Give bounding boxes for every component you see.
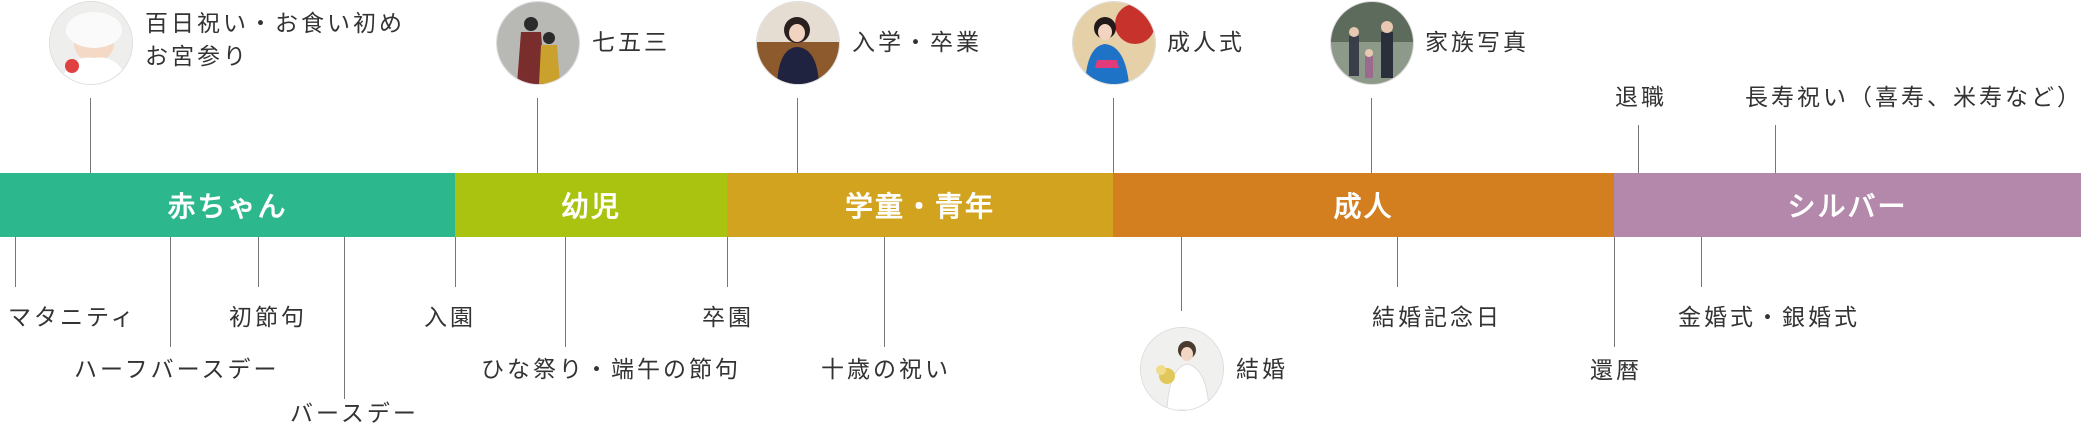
stage-adult: 成人 [1113, 173, 1614, 237]
event-hinamatsuri: ひな祭り・端午の節句 [481, 357, 741, 383]
stage-toddler: 幼児 [455, 173, 727, 237]
connector-line [537, 98, 538, 173]
stage-baby: 赤ちゃん [0, 173, 455, 237]
event-taishoku: 退職 [1615, 85, 1667, 111]
stage-label: 赤ちゃん [167, 190, 288, 223]
baby-photo-icon [49, 1, 133, 85]
family-photo-icon [1330, 1, 1414, 85]
event-kekkon: 結婚 [1236, 357, 1288, 383]
connector-line [1397, 237, 1398, 287]
connector-line [90, 98, 91, 173]
event-shichigosan: 七五三 [592, 30, 670, 56]
connector-line [1614, 237, 1615, 347]
connector-line [1701, 237, 1702, 287]
event-choju: 長寿祝い（喜寿、米寿など） [1745, 85, 2081, 111]
connector-line [170, 237, 171, 347]
connector-line [1775, 125, 1776, 173]
furisode-photo-icon [1072, 1, 1156, 85]
event-momoka: 百日祝い・お食い初め お宮参り [145, 8, 405, 75]
event-jussai: 十歳の祝い [821, 357, 951, 383]
connector-line [1371, 98, 1372, 173]
bride-photo-icon [1140, 327, 1224, 411]
event-nyugaku: 入学・卒業 [852, 30, 982, 56]
event-hatsuzekku: 初節句 [229, 305, 307, 331]
connector-line [258, 237, 259, 287]
student-photo-icon [756, 1, 840, 85]
stage-student: 学童・青年 [727, 173, 1113, 237]
event-birthday: バースデー [290, 401, 419, 427]
event-halfbirthday: ハーフバースデー [74, 357, 280, 383]
event-kanreki: 還暦 [1590, 358, 1642, 384]
connector-line [344, 237, 345, 399]
connector-line [884, 237, 885, 347]
stage-label: 成人 [1333, 190, 1394, 223]
connector-line [1181, 237, 1182, 311]
kimono-family-photo-icon [496, 1, 580, 85]
connector-line [15, 237, 16, 287]
event-nyuen: 入園 [424, 305, 476, 331]
event-label: 百日祝い・お食い初め [145, 11, 405, 37]
event-kekkon-kinenbi: 結婚記念日 [1372, 305, 1502, 331]
stage-label: シルバー [1787, 190, 1908, 223]
event-kinkonshiki: 金婚式・銀婚式 [1678, 305, 1860, 331]
event-maternity: マタニティ [8, 305, 137, 331]
connector-line [797, 98, 798, 173]
event-sotsuen: 卒園 [702, 305, 754, 331]
connector-line [1638, 125, 1639, 173]
event-kazoku: 家族写真 [1425, 30, 1529, 56]
stage-label: 学童・青年 [844, 190, 995, 223]
event-seijinshiki: 成人式 [1167, 30, 1245, 56]
connector-line [455, 237, 456, 287]
stage-silver: シルバー [1614, 173, 2081, 237]
connector-line [727, 237, 728, 287]
connector-line [565, 237, 566, 347]
event-label: お宮参り [145, 44, 249, 71]
stage-label: 幼児 [560, 190, 621, 223]
connector-line [1113, 98, 1114, 173]
